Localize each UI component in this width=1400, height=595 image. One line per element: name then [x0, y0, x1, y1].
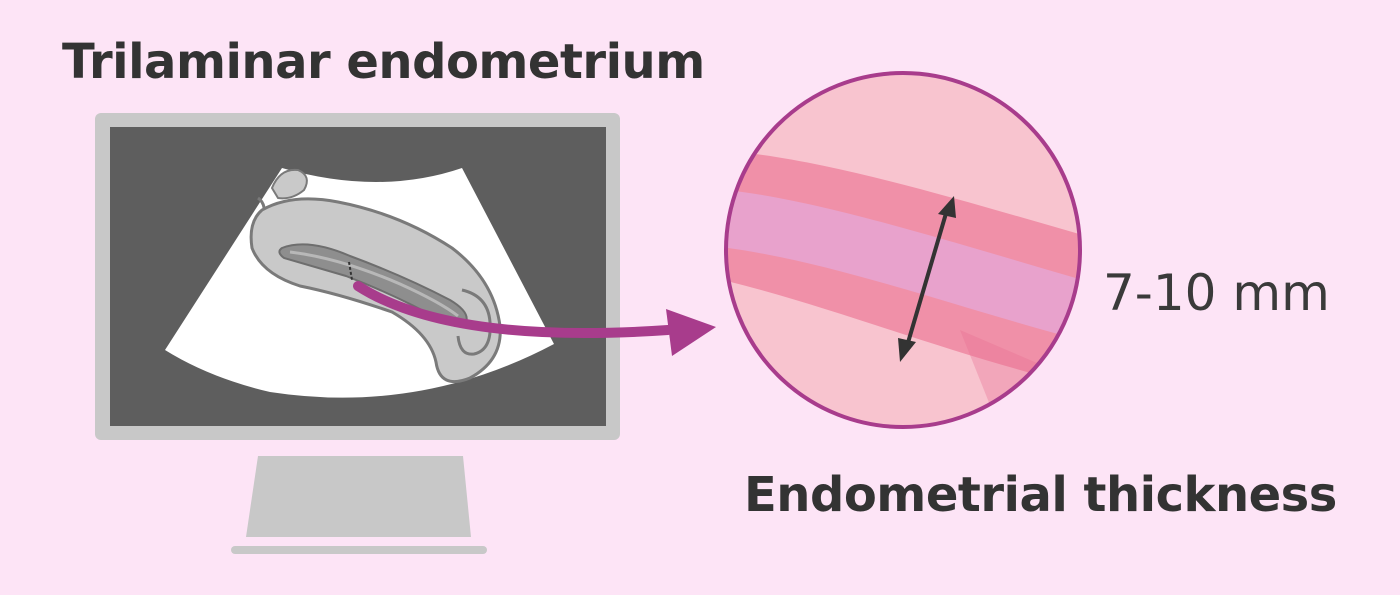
zoom-circle-outline	[724, 71, 1082, 429]
magnified-endometrium	[724, 71, 1082, 429]
curved-arrow-icon	[353, 281, 716, 356]
monitor-base	[231, 546, 487, 554]
ovary-shape	[270, 168, 308, 200]
thickness-value: 7-10 mm	[1103, 264, 1330, 322]
right-title: Endometrial thickness	[744, 467, 1337, 523]
monitor-stand	[246, 456, 471, 537]
double-arrow-icon	[898, 196, 956, 362]
endometrium-band-middle	[726, 188, 1080, 345]
left-title: Trilaminar endometrium	[62, 34, 705, 90]
